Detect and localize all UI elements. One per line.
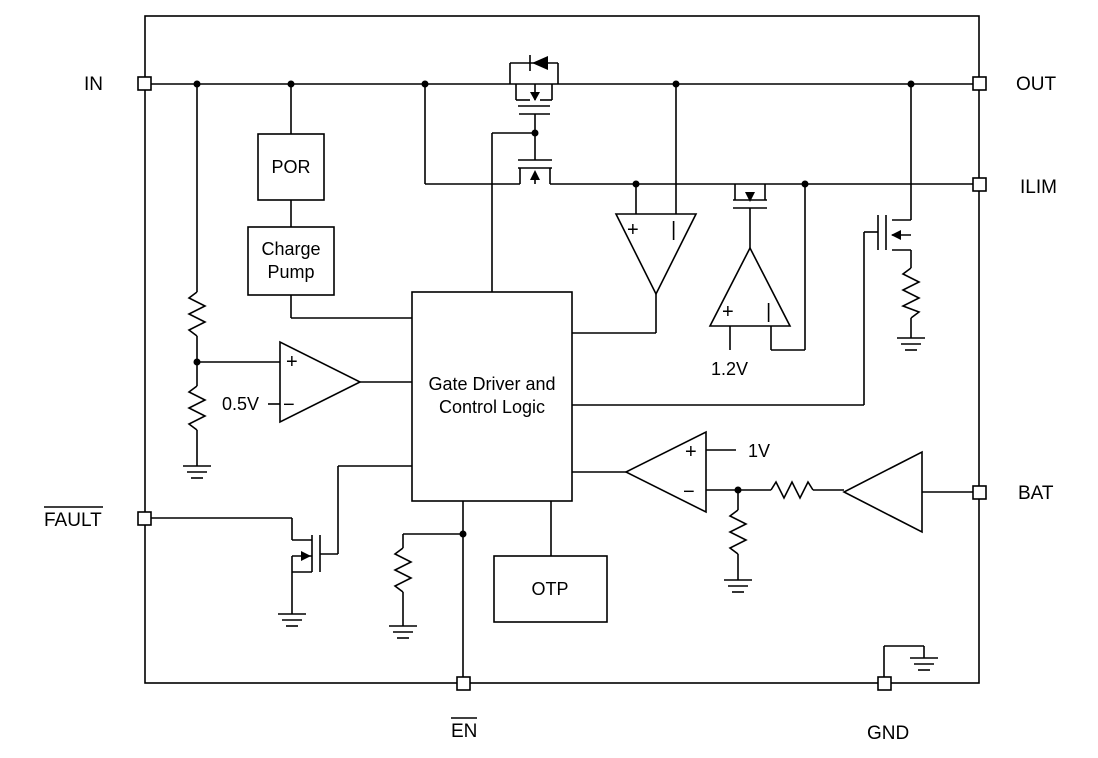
ilim-reference-label: 1.2V xyxy=(711,359,748,379)
pin-bat-label: BAT xyxy=(1018,483,1054,504)
bat-buffer xyxy=(842,450,979,534)
cs-plus-sign: + xyxy=(627,219,639,241)
gate-driver-label-line1: Gate Driver and xyxy=(428,374,555,394)
pin-in-label: IN xyxy=(84,74,103,95)
charge-pump-label-line1: Charge xyxy=(261,239,320,259)
pin-bat-pad xyxy=(972,485,987,500)
ilim-amp-plus-sign: + xyxy=(722,301,734,323)
pin-en-pad xyxy=(456,676,471,691)
gate-driver-block xyxy=(411,291,573,502)
charge-pump-block xyxy=(247,226,335,296)
por-label: POR xyxy=(271,157,310,177)
bat-resistor-series xyxy=(770,480,844,500)
charge-pump-label-line2: Pump xyxy=(267,262,314,282)
chip-outline xyxy=(144,15,980,684)
pin-ilim-pad xyxy=(972,177,987,192)
uvlo-comparator xyxy=(268,340,412,424)
uvlo-minus-sign: − xyxy=(283,394,295,416)
fault-fet xyxy=(145,465,412,627)
por-block xyxy=(257,133,325,201)
otp-label: OTP xyxy=(531,579,568,599)
current-sense-comparator xyxy=(572,84,698,334)
bat-cmp-plus-sign: + xyxy=(685,441,697,463)
pin-gnd-pad xyxy=(877,676,892,691)
ilim-amp-minus-sign: | xyxy=(766,301,771,323)
uvlo-plus-sign: + xyxy=(286,351,298,373)
sense-fet xyxy=(424,84,979,188)
cs-minus-sign: | xyxy=(671,219,676,241)
gnd-symbol xyxy=(883,645,938,683)
ilim-fet xyxy=(733,184,767,248)
pass-fet xyxy=(491,55,559,292)
pin-fault-label: FAULT xyxy=(44,510,102,531)
pin-fault-pad xyxy=(137,511,152,526)
pin-out-pad xyxy=(972,76,987,91)
gate-driver-label-line2: Control Logic xyxy=(439,397,545,417)
uvlo-reference-label: 0.5V xyxy=(222,394,259,414)
pin-ilim-label: ILIM xyxy=(1020,177,1057,198)
pin-gnd-label: GND xyxy=(867,723,909,744)
pin-en-label: EN xyxy=(451,721,477,742)
uvlo-divider xyxy=(183,84,280,479)
pin-in-pad xyxy=(137,76,152,91)
bat-reference-label: 1V xyxy=(748,441,770,461)
bat-cmp-minus-sign: − xyxy=(683,481,695,503)
bat-comparator xyxy=(572,430,771,514)
discharge-fet xyxy=(572,84,925,406)
por-path xyxy=(290,84,412,319)
main-rail xyxy=(145,80,979,88)
otp-block xyxy=(493,555,608,623)
pin-out-label: OUT xyxy=(1016,74,1057,95)
ilim-amplifier xyxy=(708,184,806,351)
en-path xyxy=(389,501,467,683)
bat-resistor-shunt xyxy=(724,490,752,593)
